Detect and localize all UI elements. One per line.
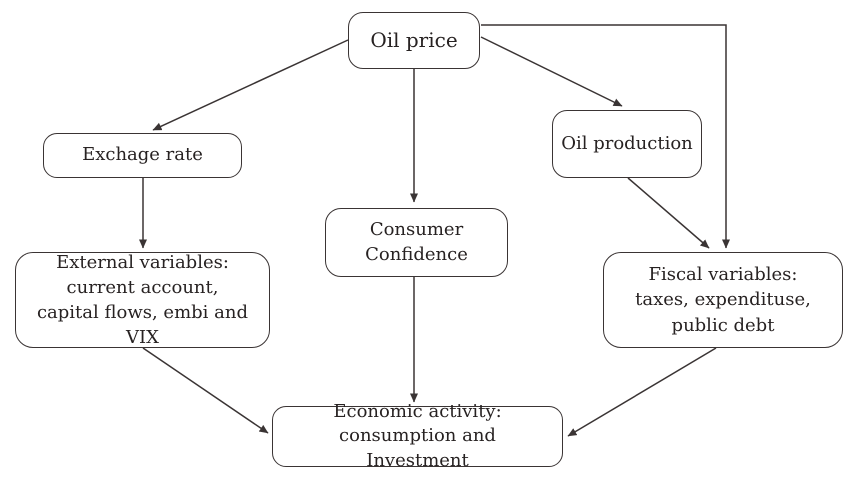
node-consumer-confidence-label: Consumer Confidence bbox=[365, 219, 468, 265]
node-consumer-confidence: Consumer Confidence bbox=[325, 208, 508, 277]
node-oil-price-label: Oil price bbox=[370, 28, 458, 52]
node-fiscal-variables-label: Fiscal variables: taxes, expendituse, pu… bbox=[635, 264, 811, 336]
node-external-variables-label: External variables: current account, cap… bbox=[36, 251, 249, 349]
node-exchange-rate: Exchage rate bbox=[43, 133, 242, 178]
node-oil-price: Oil price bbox=[348, 12, 480, 69]
arrow-fiscal-variables-to-economic-activity bbox=[567, 347, 717, 437]
node-external-variables: External variables: current account, cap… bbox=[15, 252, 270, 348]
arrow-oil-price-to-fiscal-variables bbox=[481, 24, 730, 249]
node-exchange-rate-label: Exchage rate bbox=[82, 144, 203, 166]
arrow-external-variables-to-economic-activity bbox=[142, 347, 269, 434]
node-oil-production-label: Oil production bbox=[561, 132, 693, 154]
arrow-oil-production-to-fiscal-variables bbox=[627, 177, 710, 249]
arrow-oil-price-to-oil-production bbox=[480, 36, 623, 107]
arrow-oil-price-to-exchange-rate bbox=[152, 39, 349, 131]
node-oil-production: Oil production bbox=[552, 110, 702, 178]
node-fiscal-variables: Fiscal variables: taxes, expendituse, pu… bbox=[603, 252, 843, 348]
node-economic-activity-label: Economic activity: consumption and Inves… bbox=[333, 401, 502, 471]
node-economic-activity: Economic activity: consumption and Inves… bbox=[272, 401, 563, 471]
